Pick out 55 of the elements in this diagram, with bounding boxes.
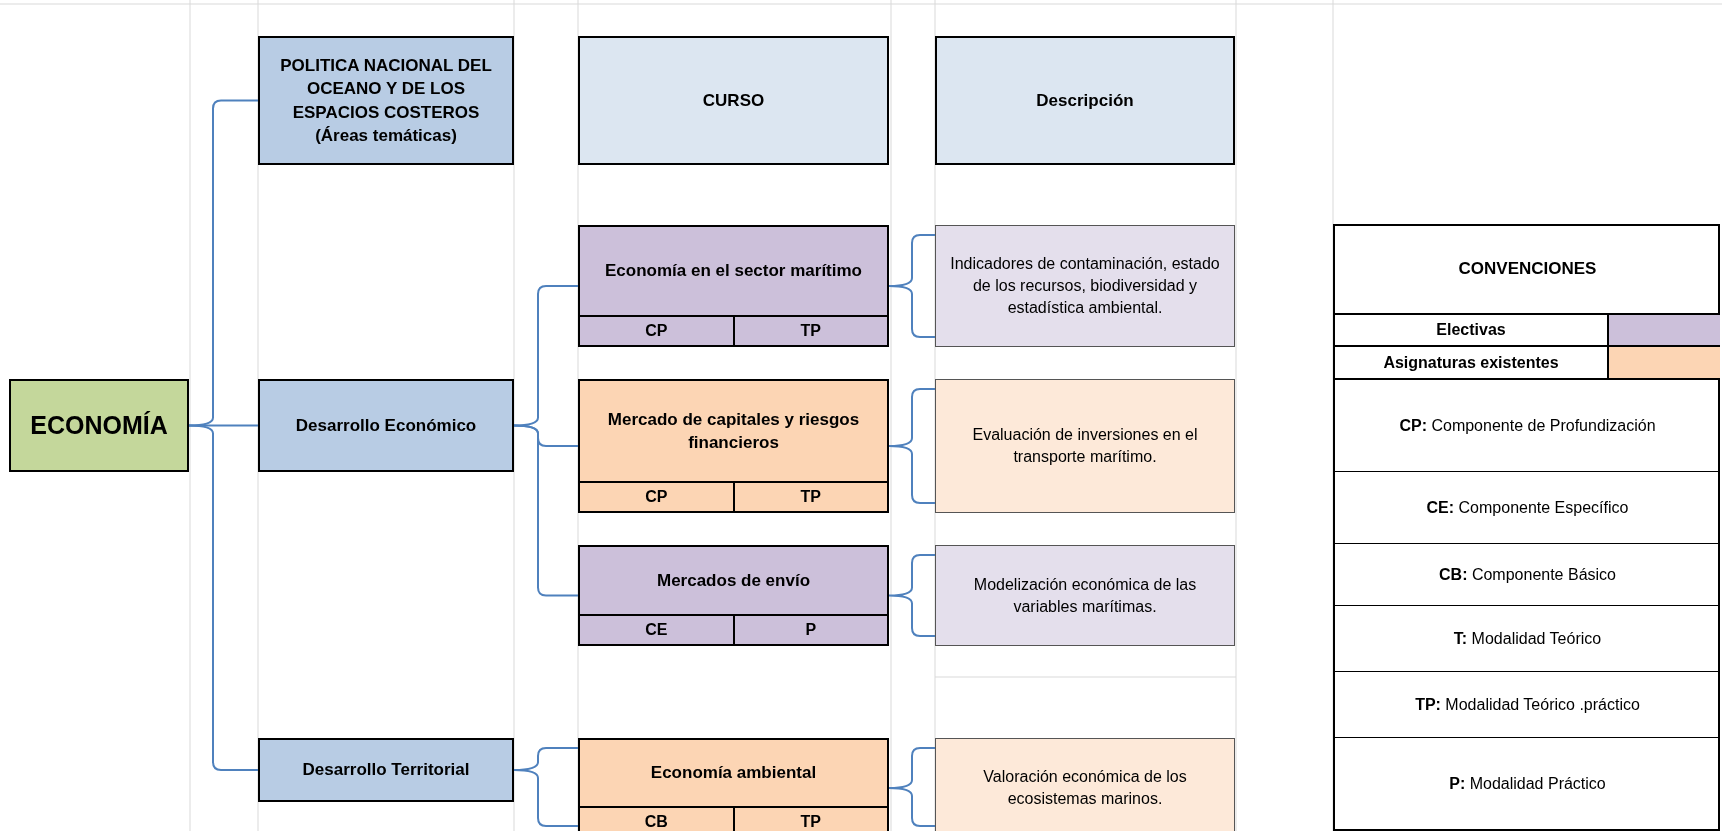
course-code-cell: P [732, 616, 887, 644]
brace-connector [513, 747, 579, 827]
category-box [258, 379, 514, 472]
convention-text: CP: Componente de Profundización [1399, 415, 1656, 436]
course-code-cell-text: CE [644, 620, 669, 640]
brace-connector [888, 234, 936, 338]
box-text: Valoración económica de los ecosistemas marinos. [982, 767, 1188, 809]
brace-connector [888, 388, 936, 504]
box-text: Descripción [1036, 89, 1134, 112]
course-card [578, 738, 889, 831]
course-code-cell-text: CB [643, 812, 669, 831]
heading-text: CONVENCIONES [1458, 257, 1597, 280]
box-text: Indicadores de contaminación, estado de los recursos, biodiversidad y estadística ambiental. [949, 254, 1221, 318]
course-code-cell: TP [732, 317, 887, 345]
course-card [578, 379, 889, 513]
course-card [578, 545, 889, 646]
description-box [935, 379, 1235, 513]
course-title: Mercados de envío [656, 569, 811, 592]
box-text: (Áreas temáticas) [315, 124, 457, 147]
brace-connector [513, 285, 579, 427]
course-code-cell: TP [732, 483, 887, 511]
legend-label: Asignaturas existentes [1382, 352, 1560, 373]
course-card [578, 225, 889, 347]
category-box [258, 738, 514, 802]
description-box [935, 738, 1235, 831]
box-text: CURSO [702, 89, 765, 112]
brace-connector [188, 424, 259, 771]
box-text: Modelización económica de las variables marítimas. [972, 574, 1198, 617]
brace-connector [888, 747, 936, 827]
box-text: Desarrollo Territorial [302, 759, 470, 782]
course-title: Economía ambiental [650, 762, 817, 785]
box-text: Evaluación de inversiones en el transporte marítimo. [971, 425, 1199, 467]
convention-text: CE: Componente Específico [1426, 497, 1629, 518]
convention-text: TP: Modalidad Teórico .práctico [1415, 694, 1640, 715]
course-title: Economía en el sector marítimo [605, 260, 862, 283]
box-text: ECONOMÍA [30, 410, 168, 442]
description-box [935, 545, 1235, 646]
category-box [578, 36, 889, 165]
course-code-cell-text: CP [644, 487, 669, 507]
brace-connector [888, 554, 936, 637]
course-title: Mercado de capitales y riesgos financieros [606, 408, 861, 454]
brace-connector [188, 99, 259, 427]
category-box [258, 36, 514, 165]
convention-text: T: Modalidad Teórico [1453, 628, 1602, 649]
box-text: Desarrollo Económico [295, 414, 477, 437]
convention-text: P: Modalidad Práctico [1449, 774, 1606, 794]
box-text: POLITICA NACIONAL DEL OCEANO Y DE LOS ESPACIOS COSTEROS [279, 54, 493, 124]
course-code-cell-text: CP [644, 321, 669, 341]
legend-label: Electivas [1435, 320, 1507, 340]
category-box [935, 36, 1235, 165]
course-code-cell: TP [732, 808, 887, 831]
brace-connector [513, 424, 579, 597]
convention-text: CB: Componente Básico [1439, 564, 1616, 585]
description-box [935, 225, 1235, 347]
category-box [9, 379, 189, 472]
